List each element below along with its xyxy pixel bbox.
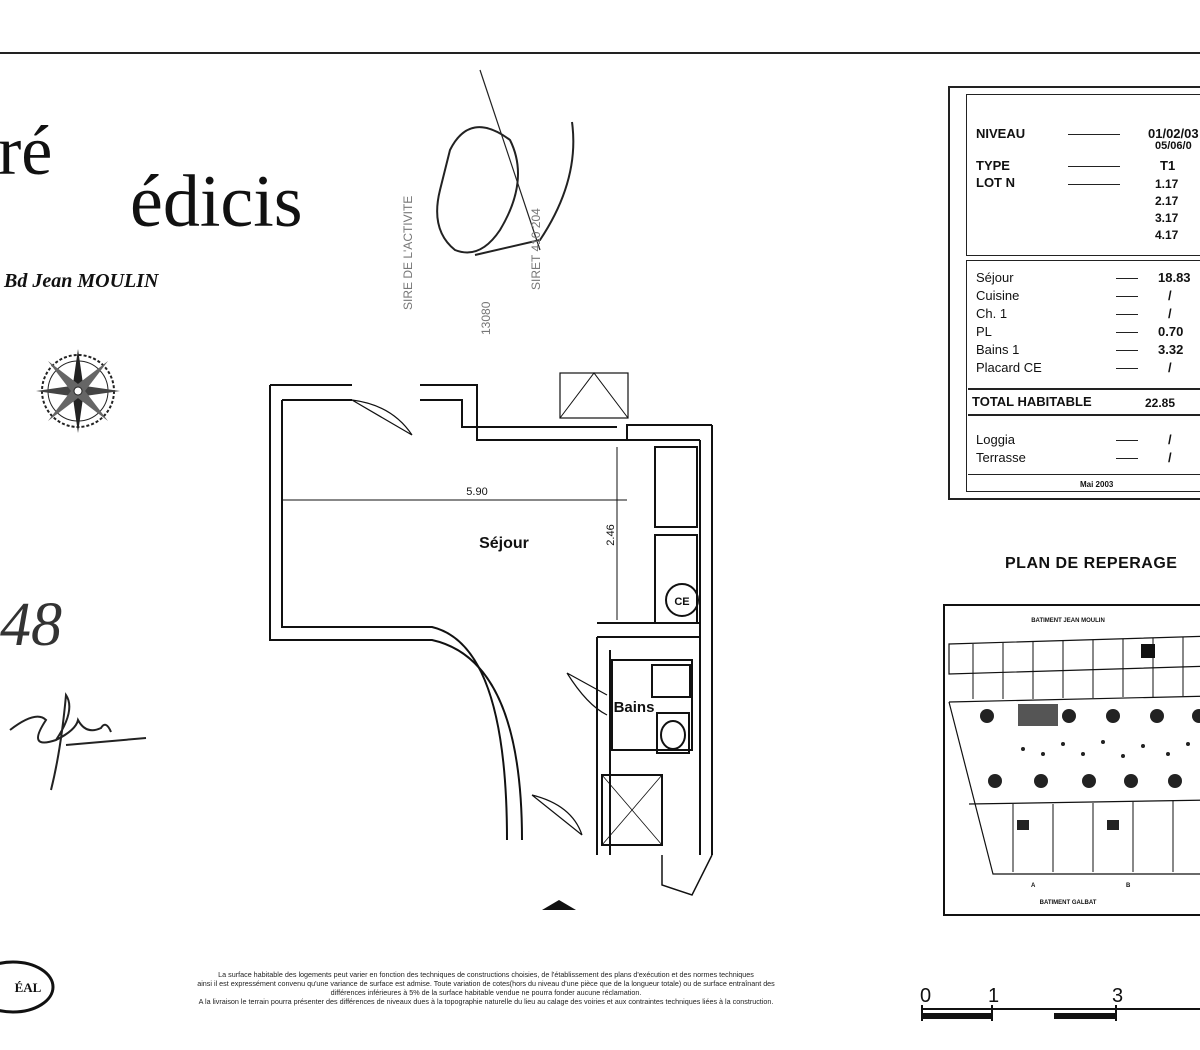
room-label-bath: Bains <box>614 699 655 716</box>
site-plan-top-label: BATIMENT JEAN MOULIN <box>1031 618 1105 624</box>
info-panel-areas <box>966 260 1200 492</box>
info-label-level: NIVEAU <box>976 126 1026 141</box>
site-plan-marker-b: B <box>1126 883 1131 889</box>
svg-text:ÉAL: ÉAL <box>15 980 42 995</box>
info-value-level: 01/02/03 <box>1148 126 1199 141</box>
room-label-living: Séjour <box>479 535 529 552</box>
compass-rose-icon <box>36 349 120 433</box>
info-outdoor-label-0: Loggia <box>976 432 1016 447</box>
closet-label: CE <box>674 596 689 608</box>
info-room-value-4: 3.32 <box>1158 342 1184 357</box>
scale-bar: 0 1 3 <box>920 985 1200 1021</box>
info-value-lot-3: 3.17 <box>1155 211 1179 225</box>
site-plan-title: PLAN DE REPERAGE <box>1005 555 1178 572</box>
handwritten-number: 48 <box>0 591 62 659</box>
brand-fragment: ré <box>0 113 53 190</box>
total-habitable-value: 22.85 <box>1145 396 1176 410</box>
info-label-lot: LOT N <box>976 175 1015 190</box>
info-value-lot-4: 4.17 <box>1155 228 1179 242</box>
info-outdoor-label-1: Terrasse <box>976 450 1026 465</box>
info-room-label-5: Placard CE <box>976 360 1042 375</box>
info-value-lot-1: 1.17 <box>1155 177 1179 191</box>
signature <box>9 692 147 791</box>
site-plan: BATIMENT JEAN MOULIN BATIMENT GALBAT A B <box>943 604 1200 916</box>
info-room-label-1: Cuisine <box>976 288 1020 303</box>
info-room-label-4: Bains 1 <box>976 342 1020 357</box>
info-outdoor-value-0: / <box>1168 432 1172 447</box>
stamp-line-3: SIRET 410 204 <box>529 208 543 290</box>
scale-label-3: 3 <box>1112 985 1123 1007</box>
info-room-value-5: / <box>1168 360 1172 375</box>
developer-logo: ÉAL <box>0 960 55 1014</box>
info-panel: NIVEAU 01/02/03 05/06/0 TYPE T1 LOT N 1.… <box>948 86 1200 500</box>
info-room-label-3: PL <box>976 324 992 339</box>
site-plan-marker-a: A <box>1031 883 1036 889</box>
site-plan-bottom-label: BATIMENT GALBAT <box>1040 900 1097 906</box>
dimension-depth: 2.46 <box>605 524 617 545</box>
scale-label-0: 0 <box>920 985 931 1007</box>
info-room-label-0: Séjour <box>976 270 1014 285</box>
scale-label-1: 1 <box>988 985 999 1007</box>
legal-disclaimer: La surface habitable des logements peut … <box>197 970 775 1006</box>
top-rule <box>0 52 1200 54</box>
dimension-width: 5.90 <box>466 486 487 498</box>
info-room-value-1: / <box>1168 288 1172 303</box>
info-value-type: T1 <box>1160 158 1176 173</box>
floor-plan: 5.90 2.46 Séjour Bains CE <box>269 372 713 910</box>
info-room-label-2: Ch. 1 <box>976 306 1008 321</box>
info-date: Mai 2003 <box>1080 480 1114 489</box>
stamp-line-2: 13080 <box>479 301 493 335</box>
brand-name: édicis <box>130 161 303 243</box>
info-room-value-0: 18.83 <box>1158 270 1191 285</box>
info-panel-header <box>966 94 1200 256</box>
stamp-line-1: SIRE DE L'ACTIVITE <box>401 196 415 310</box>
total-habitable-label: TOTAL HABITABLE <box>972 394 1092 409</box>
info-outdoor-value-1: / <box>1168 450 1172 465</box>
info-room-value-2: / <box>1168 306 1172 321</box>
info-value-level-2: 05/06/0 <box>1155 140 1192 152</box>
info-room-value-3: 0.70 <box>1158 324 1184 339</box>
address: Bd Jean MOULIN <box>4 270 159 292</box>
info-label-type: TYPE <box>976 158 1010 173</box>
company-stamp: SIRE DE L'ACTIVITE 13080 SIRET 410 204 <box>401 69 575 335</box>
info-value-lot-2: 2.17 <box>1155 194 1179 208</box>
